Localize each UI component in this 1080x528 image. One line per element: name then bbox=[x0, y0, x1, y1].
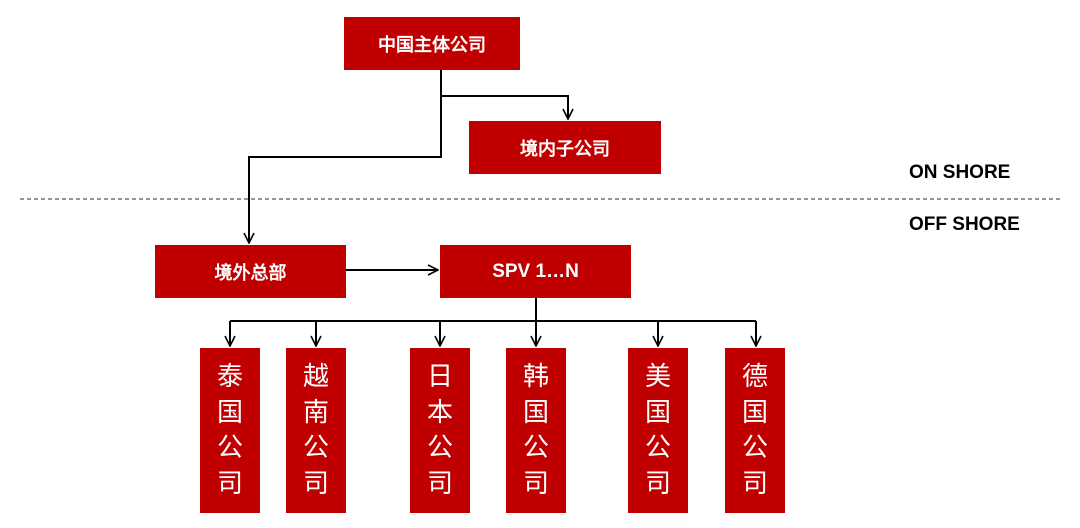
node-char: 公 bbox=[644, 433, 671, 464]
node-char: 本 bbox=[426, 397, 453, 428]
node-char: 国 bbox=[522, 397, 549, 428]
node-char: 公 bbox=[426, 433, 453, 464]
japan-company-node: 日 本 公 司 bbox=[410, 348, 470, 513]
node-char: 国 bbox=[644, 397, 671, 428]
parent-to-overseas-hq-arrow bbox=[249, 96, 442, 243]
node-char: 泰 bbox=[216, 361, 243, 392]
offshore-label: OFF SHORE bbox=[909, 214, 1020, 235]
node-char: 司 bbox=[302, 469, 329, 500]
node-char: 德 bbox=[741, 361, 768, 392]
node-char: 司 bbox=[426, 469, 453, 500]
parent-to-domestic-arrow bbox=[440, 70, 568, 119]
node-char: 司 bbox=[216, 469, 243, 500]
node-char: 日 bbox=[426, 361, 453, 392]
overseas-hq-node: 境外总部 bbox=[155, 245, 346, 298]
node-char: 国 bbox=[741, 397, 768, 428]
vietnam-company-node: 越 南 公 司 bbox=[286, 348, 346, 513]
node-char: 美 bbox=[644, 361, 671, 392]
node-char: 国 bbox=[216, 397, 243, 428]
usa-company-node: 美 国 公 司 bbox=[628, 348, 688, 513]
node-char: 司 bbox=[741, 469, 768, 500]
germany-company-node: 德 国 公 司 bbox=[725, 348, 785, 513]
domestic-subsidiary-node: 境内子公司 bbox=[469, 121, 661, 174]
node-char: 司 bbox=[644, 469, 671, 500]
node-char: 公 bbox=[302, 433, 329, 464]
spv-node: SPV 1…N bbox=[440, 245, 631, 298]
onshore-label: ON SHORE bbox=[909, 162, 1011, 183]
node-char: 越 bbox=[302, 361, 329, 392]
node-char: 司 bbox=[522, 469, 549, 500]
thailand-company-node: 泰 国 公 司 bbox=[200, 348, 260, 513]
node-char: 公 bbox=[522, 433, 549, 464]
node-char: 南 bbox=[302, 397, 329, 428]
korea-company-node: 韩 国 公 司 bbox=[506, 348, 566, 513]
node-char: 公 bbox=[216, 433, 243, 464]
node-char: 韩 bbox=[522, 361, 549, 392]
node-char: 公 bbox=[741, 433, 768, 464]
china-parent-company-node: 中国主体公司 bbox=[344, 17, 520, 70]
